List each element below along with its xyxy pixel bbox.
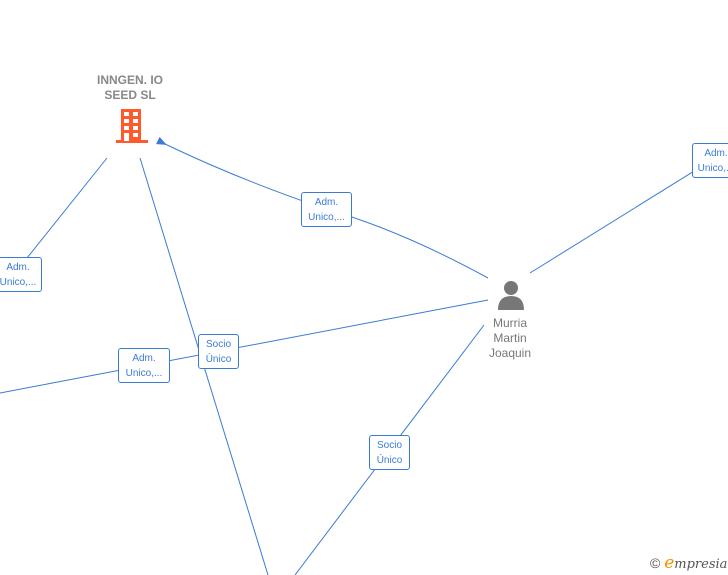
company-name[interactable]: INNGEN. IO SEED SL [96,73,163,102]
edge-label[interactable]: Adm.Unico,... [301,192,352,227]
edge-label[interactable]: Adm.Unico,... [0,257,42,292]
building-icon[interactable] [116,109,148,143]
edge-label[interactable]: Adm.Unico,... [692,143,728,178]
edge-label[interactable]: Adm.Unico,... [118,348,170,383]
person-icon[interactable] [497,280,525,310]
person-name[interactable]: Murria Martin Joaquin [488,316,532,360]
empresia-logo: © empresia [650,553,728,573]
edge [0,299,489,394]
